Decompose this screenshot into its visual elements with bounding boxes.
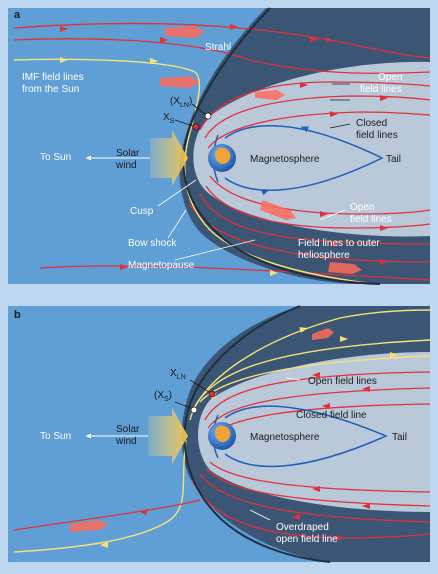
label-open-bot-2: field lines [350,214,392,225]
closed-field-line-a [224,124,384,192]
imf-field-line-b [13,439,187,553]
label-overdraped-2: open field line [276,534,338,545]
field-line [13,499,201,531]
field-line [13,38,431,74]
leader [174,119,194,127]
solar-wind-arrow-b [148,408,188,464]
imf-field-line-b [191,339,431,413]
label-closed-b: Closed field line [296,410,367,421]
label-xln-b: XLN [170,368,186,381]
leader [189,379,210,393]
imf-field-line-b [189,309,431,421]
label-open-bot-1: Open [350,202,374,213]
bow-shock-curve-b [183,305,331,563]
field-line [209,461,431,493]
earth-continent [215,147,231,165]
imf-field-line-a [13,58,376,285]
label-to-sun-a: To Sun [40,152,71,163]
closed-field-line-b [224,405,388,468]
label-wind-a: wind [115,160,137,171]
field-line [205,467,431,507]
label-tail-b: Tail [392,432,407,443]
field-arrows-b [140,372,370,541]
label-cusp: Cusp [130,206,154,217]
label-solar-b: Solar [116,424,140,435]
earth-continent [215,425,231,443]
label-solar-a: Solar [116,148,140,159]
svg-text:(XS): (XS) [154,390,172,403]
label-open-top-1: Open [378,72,402,83]
label-xs-a: XS [163,112,175,125]
closed-arrow [300,126,309,133]
field-line [209,175,431,215]
panel-letter-b: b [14,309,21,321]
field-line [191,479,431,539]
imf-arrows-a [60,57,278,276]
leader [191,103,206,115]
field-line [207,111,431,149]
label-closed-1: Closed [356,118,387,129]
field-line [199,473,431,523]
label-outer-1: Field lines to outer [298,238,380,249]
label-xln-a: (XLN) [170,96,192,109]
label-outer-2: heliosphere [298,250,350,261]
leader [249,509,271,521]
bow-shock-curve-a [182,7,381,285]
label-magnetosphere-b: Magnetosphere [250,432,320,443]
label-open-top-2: field lines [360,84,402,95]
leader [174,239,256,261]
solar-wind-arrow-a [150,130,188,186]
label-magnetosphere-a: Magnetosphere [250,154,320,165]
panel-a: a Strahl IMF field lines from the Sun (X… [8,7,431,285]
leader [174,401,192,409]
label-overdraped-1: Overdraped [276,522,329,533]
field-line [204,371,431,421]
label-to-sun-b: To Sun [40,431,71,442]
xln-point-b [208,390,216,398]
field-arrows-a [60,24,388,270]
label-closed-2: field lines [356,130,398,141]
panel-letter-a: a [14,9,21,21]
leader [167,209,187,239]
label-tail-a: Tail [386,154,401,165]
field-line [205,185,431,229]
magnetosphere-region-a [193,61,430,237]
leader [329,123,351,129]
xs-point-b [190,406,198,414]
magnetosphere-region-b [198,352,430,512]
svg-text:(XLN): (XLN) [170,96,192,109]
closed-arrow [261,189,270,196]
svg-text:XS: XS [163,112,175,125]
leader [285,377,301,381]
label-xs-b: (XS) [154,390,172,403]
field-line [204,95,431,139]
leader [319,209,346,221]
field-line [39,265,431,281]
svg-text:XLN: XLN [170,368,186,381]
xln-point-a [204,112,212,120]
leader [157,179,197,207]
panel-b: b XLN (XS) To Sun Solar wind Open field … [8,305,431,563]
strahl-arrows [160,26,362,274]
label-wind-b: wind [115,436,137,447]
label-strahl: Strahl [205,42,231,53]
glow-arrows-b [70,328,334,532]
label-open-b: Open field lines [308,376,377,387]
field-line [199,81,431,131]
label-imf-line1: IMF field lines [22,72,84,83]
field-line [199,193,431,245]
label-imf-line2: from the Sun [22,84,79,95]
label-bow-shock: Bow shock [128,238,177,249]
field-line [13,22,431,59]
label-magnetopause: Magnetopause [128,260,195,271]
xs-point-a [192,123,200,131]
